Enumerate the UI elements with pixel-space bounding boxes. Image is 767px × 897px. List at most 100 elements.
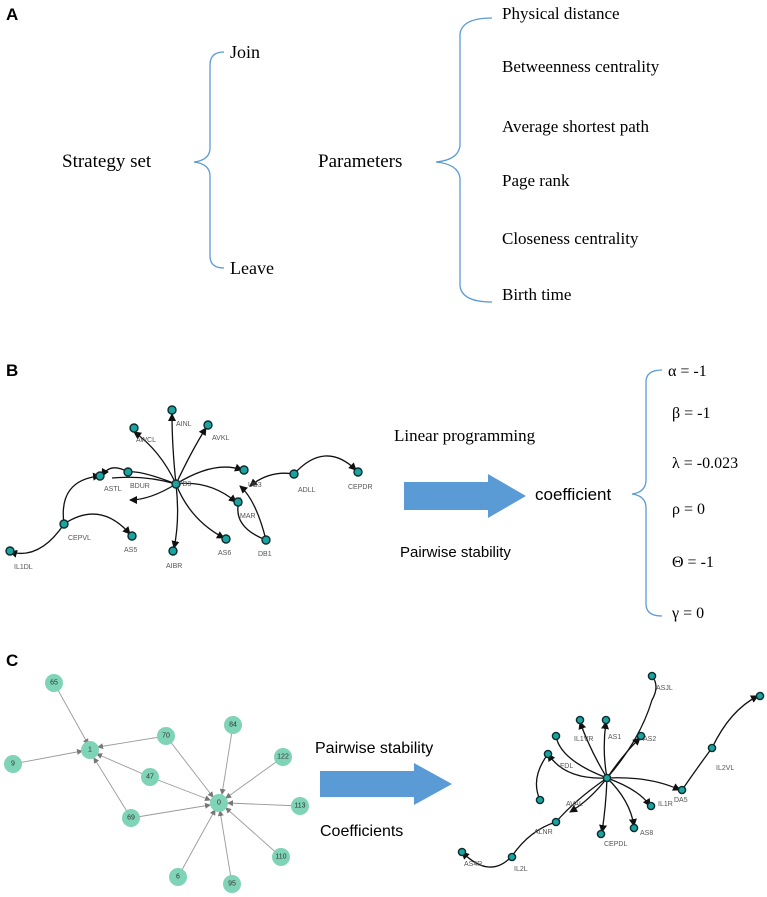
edge [547, 753, 608, 779]
network-node [123, 467, 133, 477]
edge [53, 682, 89, 745]
network-node [261, 535, 271, 545]
graph-node-label: 0 [217, 800, 221, 807]
node-label: AS5 [124, 547, 137, 554]
graph-node-label: 84 [229, 722, 237, 729]
graph-node-label: 95 [228, 881, 236, 888]
graph-node [141, 768, 159, 786]
node-label: MAR [240, 513, 256, 520]
node-label: AS4R [464, 861, 482, 868]
edge [96, 753, 151, 778]
network-node [353, 467, 363, 477]
node-label: ALNR [534, 829, 553, 836]
panel-b: B [5, 361, 738, 622]
coefficient-rho: ρ = 0 [672, 501, 705, 518]
node-label: UB3 [248, 482, 262, 489]
panel-c: C [4, 651, 765, 893]
panel-c-left-labels: 65 9 1 70 47 69 84 122 0 113 110 6 95 [11, 680, 306, 888]
node-label: IL2L [514, 866, 528, 873]
graph-node-label: 9 [11, 761, 15, 768]
network-node [457, 847, 467, 857]
edge [175, 463, 243, 485]
network-node [601, 715, 611, 725]
panel-b-node-labels: AWCL AINL AVKL PB3 BDUR AS5 CEPVL IL1DL … [14, 421, 373, 571]
network-node [596, 829, 606, 839]
network-node [677, 785, 687, 795]
node-label: AS1 [608, 734, 621, 741]
edge [9, 523, 65, 558]
edge [681, 695, 759, 791]
coefficient-beta: β = -1 [672, 405, 711, 422]
arrow-c-bottom-label: Coefficients [320, 823, 403, 840]
graph-node [291, 797, 309, 815]
edge [175, 427, 207, 485]
node-label: AWCL [136, 437, 156, 444]
network-node [535, 795, 545, 805]
edge [599, 777, 608, 833]
graph-node-label: 47 [146, 774, 154, 781]
coefficient-label: coefficient [535, 485, 612, 504]
edge [217, 810, 233, 885]
panel-c-right-edges [461, 675, 759, 868]
param-physical-distance: Physical distance [502, 4, 620, 23]
node-label: AVAL [566, 801, 583, 808]
network-node [95, 471, 105, 481]
node-label: DB1 [258, 551, 272, 558]
edge [168, 413, 177, 485]
strategy-join: Join [230, 42, 260, 62]
network-node [203, 420, 213, 430]
parameters-brace [435, 17, 493, 303]
panel-b-nodes [5, 405, 363, 556]
edge [601, 721, 609, 779]
panel-a-label: A [6, 5, 18, 24]
network-node [551, 817, 561, 827]
graph-node-label: 113 [294, 803, 305, 810]
edge [111, 476, 177, 485]
edge [606, 777, 637, 827]
node-label: AINL [176, 421, 192, 428]
edge [177, 809, 216, 878]
edge [555, 735, 608, 779]
node-label: ASTL [104, 486, 122, 493]
node-label: AIBR [166, 563, 182, 570]
panel-c-label: C [6, 651, 18, 670]
network-node [167, 405, 177, 415]
edge [606, 777, 651, 807]
edge [129, 483, 177, 504]
coefficient-alpha: α = -1 [668, 363, 707, 380]
network-node [646, 801, 656, 811]
param-betweenness-centrality: Betweenness centrality [502, 57, 660, 76]
edge [149, 776, 211, 802]
node-label: IL1DL [14, 564, 33, 571]
edge [606, 675, 657, 779]
edge [175, 483, 225, 539]
network-node [168, 546, 178, 556]
node-label: IL1R [658, 801, 673, 808]
method-linear-programming: Linear programming [394, 426, 536, 445]
network-node [636, 731, 646, 741]
edge [569, 777, 608, 813]
graph-node-label: 122 [277, 754, 289, 761]
edge [62, 472, 101, 525]
panel-c-right-nodes [457, 671, 765, 862]
node-label: AS2 [643, 736, 656, 743]
network-node [221, 534, 231, 544]
coefficient-theta: Θ = -1 [672, 554, 714, 571]
edge [293, 455, 357, 475]
coefficient-lambda: λ = -0.023 [672, 455, 738, 472]
network-node [127, 531, 137, 541]
node-label: PB3 [178, 481, 191, 488]
node-label: AVKL [212, 435, 229, 442]
node-label: DA5 [674, 797, 688, 804]
graph-node [45, 674, 63, 692]
node-label: CEPDR [348, 484, 373, 491]
panel-c-left-nodes [4, 674, 309, 893]
edge [219, 724, 234, 795]
network-node [507, 852, 517, 862]
panel-b-label: B [6, 361, 18, 380]
edge [133, 431, 177, 485]
graph-node [157, 727, 175, 745]
edge [165, 735, 214, 798]
arrow-c-top-label: Pairwise stability [315, 740, 433, 757]
